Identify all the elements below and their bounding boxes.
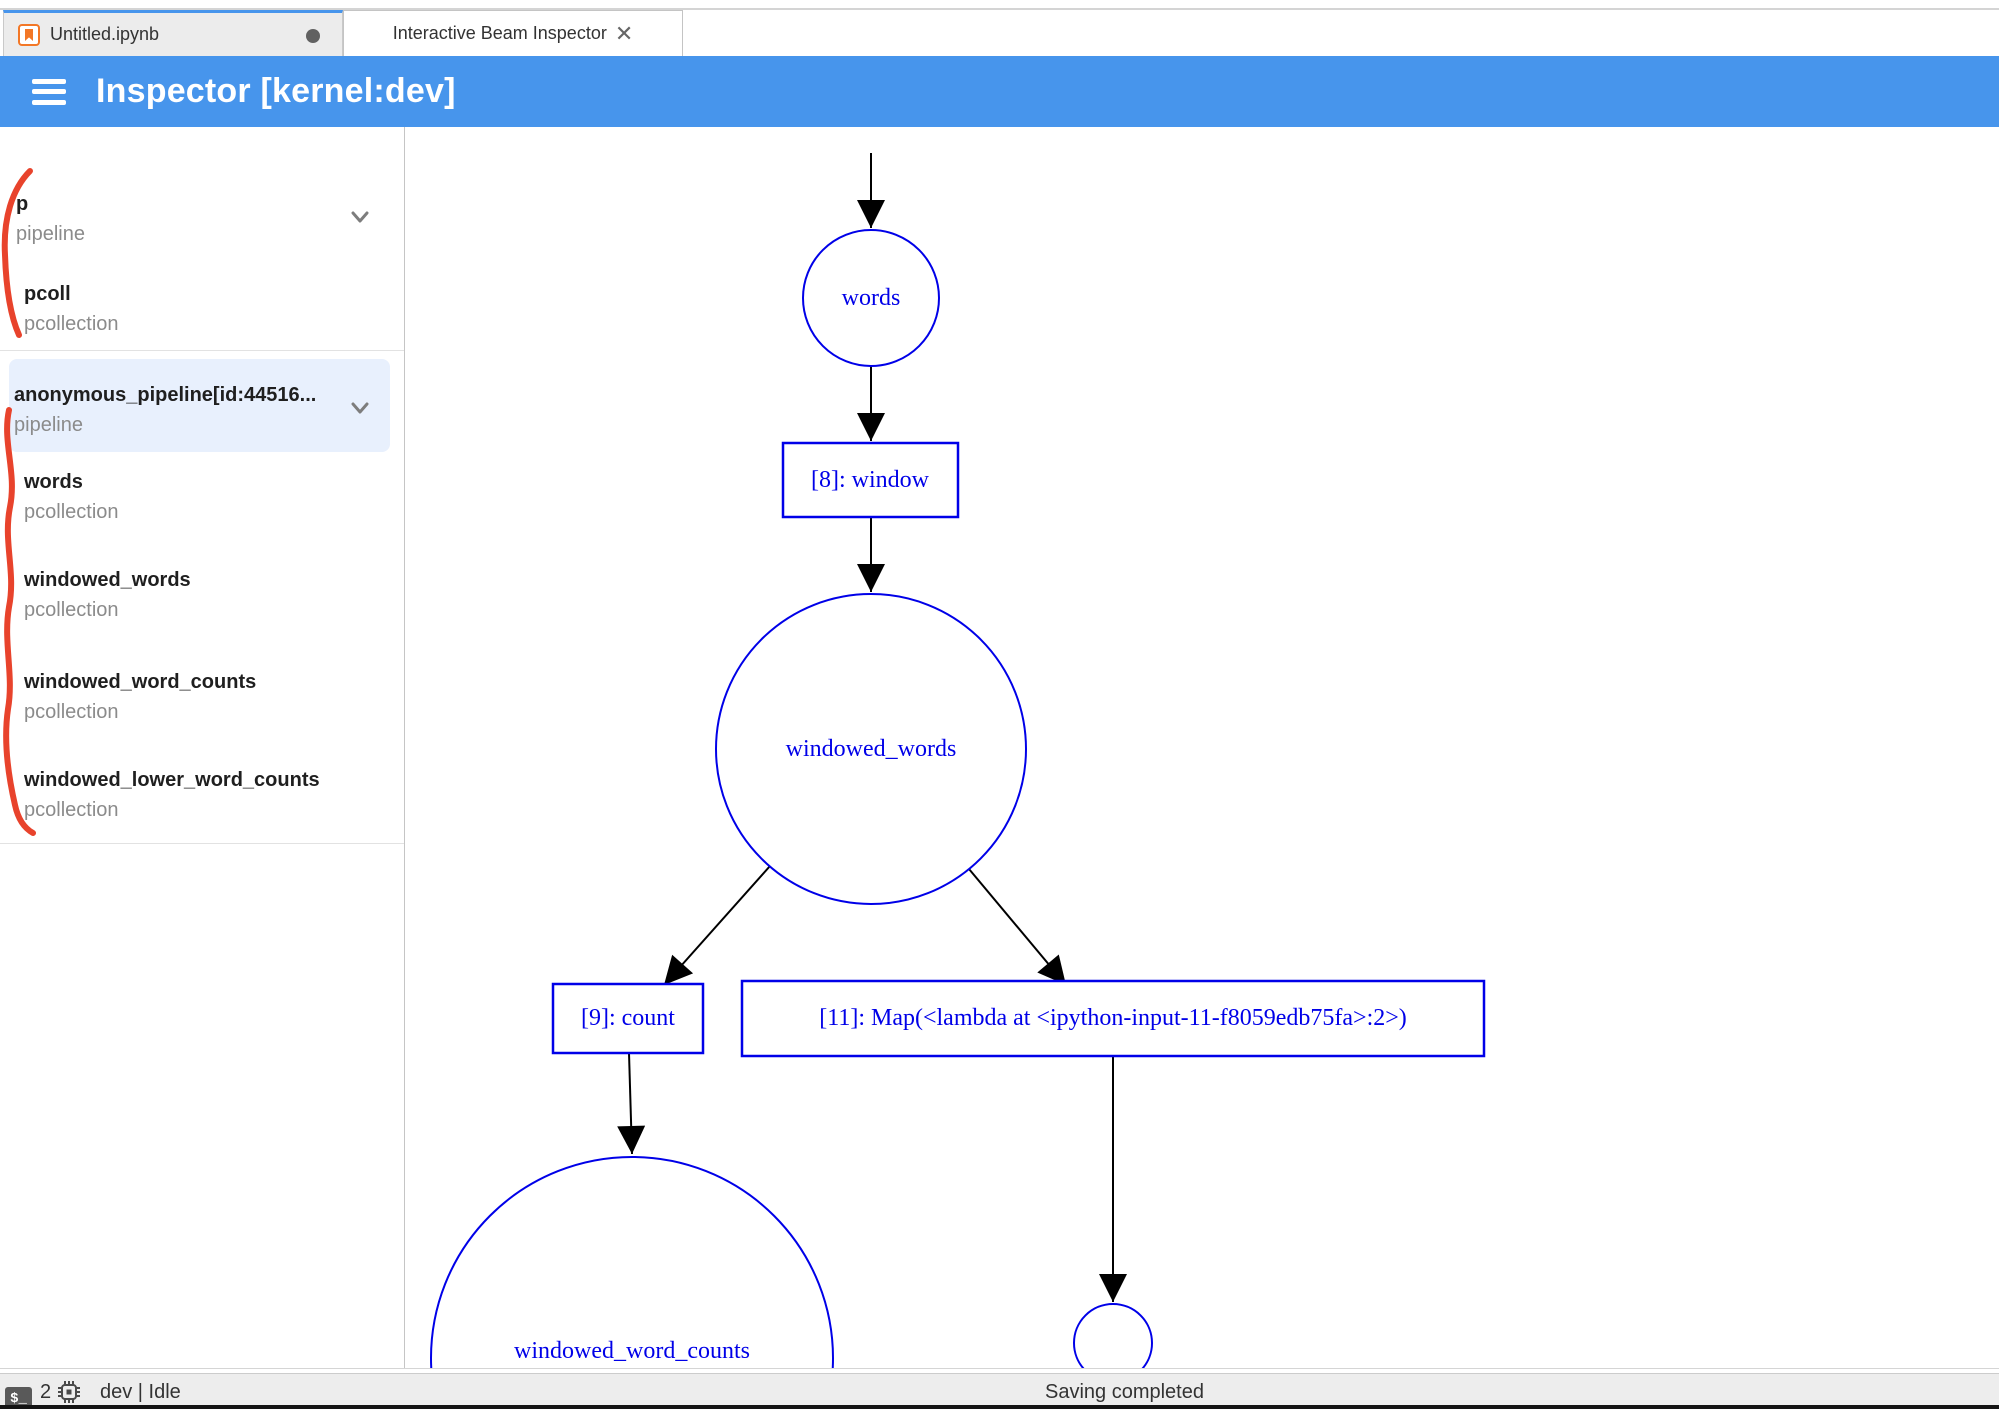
tab-interactive-beam-inspector[interactable]: Interactive Beam Inspector ✕ <box>343 10 683 56</box>
save-status-message: Saving completed <box>1045 1381 1204 1403</box>
node-count-transform[interactable]: [9]: count <box>551 982 705 1055</box>
node-words-pcollection[interactable]: words <box>802 229 940 367</box>
item-name: pcoll <box>24 283 71 305</box>
sidebar-item-windowed-lower-word-counts[interactable]: windowed_lower_word_counts pcollection <box>0 767 428 823</box>
edge-windowed-words-to-map <box>968 868 1067 986</box>
chevron-down-icon[interactable] <box>346 394 374 422</box>
pipeline-dag: words [8]: window windowed_words [9]: co… <box>430 153 1486 1368</box>
item-name: windowed_word_counts <box>24 671 257 693</box>
tab-label: Untitled.ipynb <box>50 24 160 44</box>
chevron-down-icon[interactable] <box>346 203 374 231</box>
item-name: windowed_lower_word_counts <box>24 769 320 791</box>
debugger-chip-icon[interactable] <box>56 1379 82 1405</box>
unsaved-dot-indicator <box>306 29 320 43</box>
close-icon[interactable]: ✕ <box>614 20 634 46</box>
screen-bottom-edge <box>0 1405 1999 1409</box>
sidebar-item-windowed-word-counts[interactable]: windowed_word_counts pcollection <box>0 669 428 725</box>
item-type: pipeline <box>16 223 85 245</box>
pipeline-graph-panel: words [8]: window windowed_words [9]: co… <box>405 127 1999 1368</box>
item-type: pcollection <box>24 313 119 335</box>
hamburger-menu-icon[interactable] <box>32 78 66 105</box>
svg-text:[11]: Map(<lambda at <ipython-: [11]: Map(<lambda at <ipython-input-11-f… <box>819 1005 1407 1031</box>
item-type: pcollection <box>24 799 119 821</box>
sidebar-bottom-divider <box>0 843 404 844</box>
node-window-transform[interactable]: [8]: window <box>781 441 960 519</box>
window-top-strip <box>0 0 1999 10</box>
node-windowed-words-pcollection[interactable]: windowed_words <box>715 593 1027 905</box>
selected-row-highlight <box>9 359 390 452</box>
item-type: pcollection <box>24 701 119 723</box>
svg-text:[9]: count: [9]: count <box>581 1005 675 1031</box>
sidebar-divider <box>0 350 404 351</box>
sidebar-item-words[interactable]: words pcollection <box>0 469 428 525</box>
item-type: pcollection <box>24 501 119 523</box>
item-type: pcollection <box>24 599 119 621</box>
svg-text:[8]: window: [8]: window <box>811 467 930 493</box>
terminal-count: 2 <box>40 1381 52 1403</box>
inspector-title: Inspector [kernel:dev] <box>96 72 456 110</box>
svg-text:windowed_word_counts: windowed_word_counts <box>514 1338 750 1364</box>
edge-count-to-windowed-word-counts <box>617 1052 646 1155</box>
kernel-status[interactable]: dev | Idle <box>100 1381 181 1403</box>
inspector-header: Inspector [kernel:dev] <box>0 56 1999 127</box>
item-name: words <box>24 471 83 493</box>
svg-text:windowed_words: windowed_words <box>786 736 957 762</box>
notebook-icon <box>18 23 40 46</box>
tab-untitled-notebook[interactable]: Untitled.ipynb <box>3 10 343 56</box>
item-name: windowed_words <box>24 569 191 591</box>
sidebar-item-p[interactable]: p pipeline <box>0 191 420 247</box>
sidebar-item-windowed-words[interactable]: windowed_words pcollection <box>0 567 428 623</box>
node-windowed-word-counts-pcollection[interactable]: windowed_word_counts <box>430 1156 834 1368</box>
node-map-transform[interactable]: [11]: Map(<lambda at <ipython-input-11-f… <box>740 979 1486 1058</box>
status-bar: $_ 2 dev | Idle Saving completed <box>0 1373 1999 1409</box>
tab-label: Interactive Beam Inspector <box>392 23 607 43</box>
sidebar-item-pcoll[interactable]: pcoll pcollection <box>0 281 428 337</box>
svg-text:words: words <box>842 285 901 311</box>
content-bottom-border <box>0 1368 1999 1369</box>
edge-windowed-words-to-count <box>663 865 771 986</box>
node-windowed-lower-word-counts-pcollection[interactable] <box>1073 1303 1153 1368</box>
dock-tab-bar: Untitled.ipynb Interactive Beam Inspecto… <box>0 10 1999 56</box>
pipeline-sidebar: p pipeline pcoll pcollection anonymous_p… <box>0 127 405 1368</box>
terminal-icon[interactable]: $_ <box>5 1387 32 1409</box>
